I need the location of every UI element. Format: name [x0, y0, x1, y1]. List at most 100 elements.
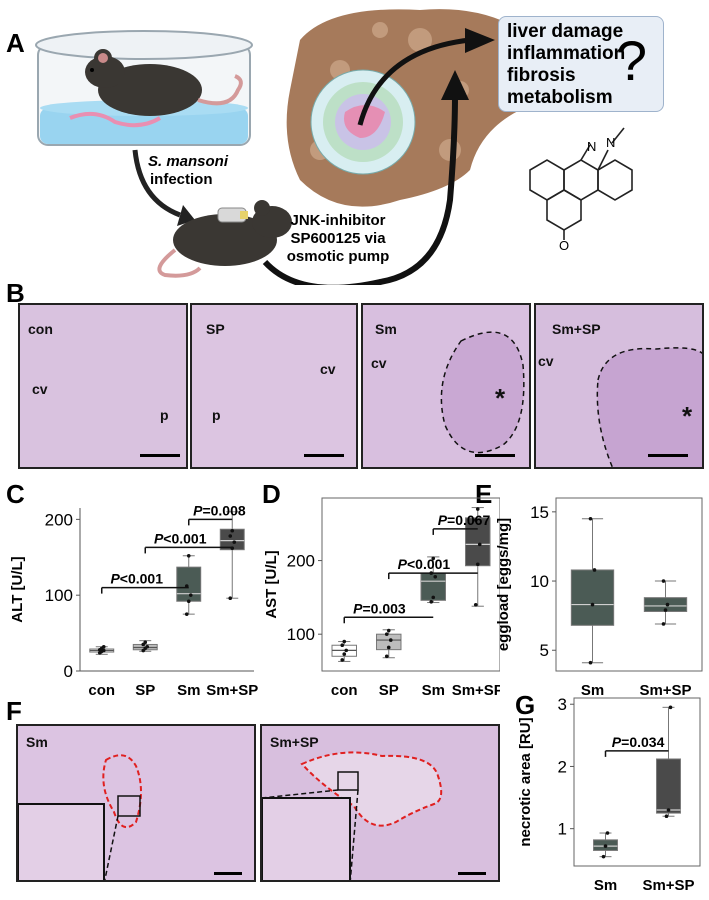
histology-image-sm: Sm cv * [361, 303, 531, 469]
y-axis-label: necrotic area [RU] [517, 717, 534, 846]
data-point [666, 808, 671, 812]
y-tick-label: 3 [558, 695, 567, 714]
data-point [475, 507, 480, 511]
mouse-icon [85, 49, 243, 116]
y-axis-label: eggload [eggs/mg] [495, 518, 512, 651]
y-axis-label: ALT [U/L] [9, 556, 26, 622]
histology-image-smsp: Sm+SP cv * [534, 303, 704, 469]
y-tick-label: 200 [45, 510, 73, 529]
p-value-label: P=0.034 [612, 734, 665, 750]
granuloma-asterisk-icon: * [682, 401, 693, 431]
data-point [388, 638, 393, 642]
data-point [664, 814, 669, 819]
data-point [665, 602, 670, 607]
x-category-label: SP [379, 682, 399, 699]
data-point [663, 608, 668, 612]
data-point [344, 648, 349, 653]
marker-p: p [212, 407, 221, 423]
data-point [384, 632, 389, 636]
data-point [431, 556, 436, 561]
mouse-with-pump-icon [157, 200, 292, 278]
plot-frame [555, 497, 703, 672]
x-category-label: con [88, 682, 115, 699]
histology-label: Sm [375, 321, 397, 337]
p-value-label: P<0.001 [110, 571, 163, 587]
inhibitor-line-2: SP600125 via [290, 230, 386, 247]
y-tick-label: 5 [540, 641, 549, 660]
histology-label: con [28, 321, 53, 337]
outcome-liver-damage: liver damage [507, 21, 624, 42]
panel-label-e: E [475, 479, 493, 509]
x-category-label: con [331, 682, 358, 699]
histology-label: Sm+SP [270, 734, 319, 750]
data-point [477, 542, 482, 547]
plot-frame [573, 697, 701, 867]
marker-p: p [160, 407, 169, 423]
outcome-metabolism: metabolism [507, 87, 613, 108]
histology-label: Sm+SP [552, 321, 601, 337]
histology-label: SP [206, 321, 225, 337]
y-tick-label: 200 [287, 552, 315, 571]
x-category-label: Sm [177, 682, 200, 699]
x-category-label: Sm+SP [452, 682, 500, 699]
p-value-label: P=0.067 [438, 512, 491, 528]
x-category-label: Sm+SP [206, 682, 258, 699]
scale-bar [214, 872, 242, 875]
inhibitor-line-1: JNK-inhibitor [290, 212, 386, 229]
data-point [340, 658, 345, 662]
data-point [342, 652, 347, 656]
x-category-label: Sm [422, 682, 445, 699]
box [656, 758, 681, 814]
p-value-label: P=0.003 [353, 600, 406, 616]
p-value-label: P=0.008 [193, 502, 246, 518]
outcome-fibrosis: fibrosis [507, 65, 576, 86]
data-point [228, 596, 233, 601]
molecule-atom-o: O [559, 238, 570, 253]
data-point [340, 643, 345, 648]
panel-a-illustration [35, 9, 633, 285]
worm-icon [69, 111, 162, 128]
outcome-inflammation: inflammation [507, 43, 626, 64]
data-point [588, 660, 593, 665]
panel-label-f: F [6, 696, 22, 726]
data-point [588, 516, 593, 521]
y-tick-label: 100 [45, 586, 73, 605]
box [420, 572, 446, 601]
data-point [603, 844, 608, 848]
y-tick-label: 0 [64, 662, 73, 681]
histology-label: Sm [26, 734, 48, 750]
panel-label-c: C [6, 479, 25, 509]
data-point [473, 602, 478, 607]
data-point [475, 562, 480, 567]
scale-bar [140, 454, 180, 457]
y-tick-label: 10 [530, 572, 549, 591]
question-mark-icon: ? [615, 29, 647, 92]
scale-bar [304, 454, 344, 457]
p-value-label: P<0.001 [398, 556, 451, 572]
data-point [661, 579, 666, 583]
histology-image-con: con cv p [18, 303, 188, 469]
panel-label-a: A [6, 28, 25, 58]
outcome-callout: liver damage inflammation fibrosis metab… [498, 16, 664, 112]
data-point [186, 599, 191, 604]
marker-cv: cv [320, 361, 336, 377]
data-point [386, 628, 391, 633]
scale-bar [458, 872, 486, 875]
data-point [342, 639, 347, 644]
x-category-label: Sm [594, 877, 617, 894]
data-point [473, 518, 478, 522]
histology-image-sp: SP cv p [190, 303, 358, 469]
y-tick-label: 100 [287, 625, 315, 644]
molecule-atom-n2: N [606, 135, 616, 150]
data-point [228, 534, 233, 538]
data-point [143, 640, 148, 644]
x-category-label: Sm+SP [642, 877, 694, 894]
y-tick-label: 15 [530, 503, 549, 522]
histology-image-f-smsp: Sm+SP [260, 724, 500, 882]
data-point [661, 622, 666, 626]
infection-label: infection [150, 171, 213, 188]
data-point [592, 568, 597, 572]
